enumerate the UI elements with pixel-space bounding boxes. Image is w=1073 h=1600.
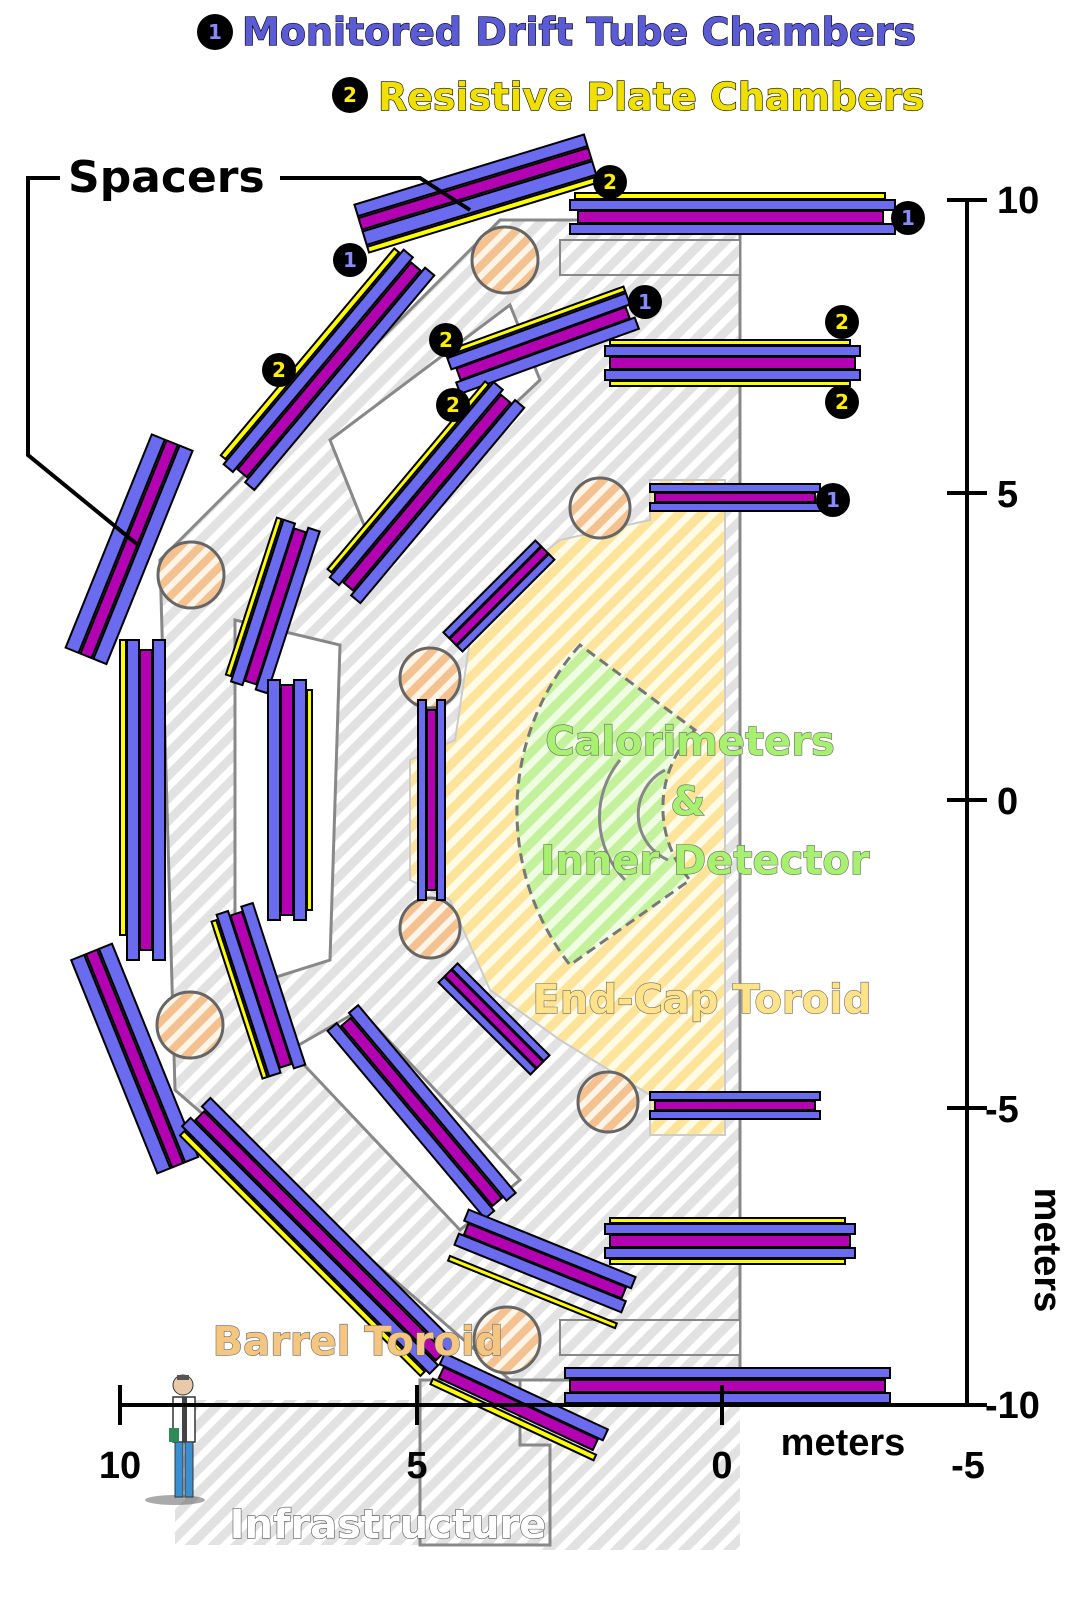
- barrel-toroid-coils: [155, 225, 640, 1375]
- rpc-badge-icon: 2: [429, 323, 463, 357]
- chamber-stack: [649, 483, 821, 512]
- chamber-stack: [443, 285, 641, 396]
- svg-text:2: 2: [835, 310, 849, 334]
- svg-text:2: 2: [343, 83, 357, 107]
- svg-text:1: 1: [826, 488, 840, 512]
- chamber-stack: [446, 1208, 637, 1330]
- v-tick-label: -5: [985, 1089, 1019, 1131]
- svg-text:2: 2: [603, 170, 617, 194]
- v-tick-label: 10: [997, 180, 1039, 222]
- inner-detector-arc: [597, 759, 627, 882]
- chamber-stack: [417, 699, 446, 901]
- chamber-stack: [219, 246, 436, 492]
- chamber-stack: [210, 901, 307, 1080]
- svg-text:1: 1: [343, 248, 357, 272]
- h-tick-label: 5: [406, 1445, 427, 1487]
- chamber-stack: [353, 133, 600, 254]
- chamber-stack: [326, 1003, 518, 1221]
- end-cap-toroid-label: End-Cap Toroid: [533, 977, 872, 1023]
- rpc-badge-icon: 2: [825, 305, 859, 339]
- legend-mdt: 1 Monitored Drift Tube Chambers: [197, 9, 917, 55]
- svg-text:1: 1: [208, 20, 222, 44]
- calorimeter-region: [515, 642, 698, 968]
- legend-rpc: 2 Resistive Plate Chambers: [332, 74, 925, 120]
- mdt-badge-icon: 1: [628, 285, 662, 319]
- legend-rpc-label: Resistive Plate Chambers: [378, 75, 924, 119]
- toroid-coil: [155, 990, 225, 1060]
- h-tick-label: -5: [951, 1445, 985, 1487]
- mdt-badge-icon: [197, 14, 233, 50]
- chamber-stack: [224, 516, 321, 695]
- toroid-coil: [470, 225, 540, 295]
- svg-text:2: 2: [439, 328, 453, 352]
- legend: 1 Monitored Drift Tube Chambers 2 Resist…: [197, 9, 925, 120]
- rpc-badge-icon: [332, 77, 368, 113]
- badges: 1 1 1 1 2 2 2 2 2 2: [262, 165, 925, 517]
- mdt-badge-icon: 1: [333, 243, 367, 277]
- chambers: [64, 133, 896, 1462]
- legend-mdt-label: Monitored Drift Tube Chambers: [242, 10, 916, 54]
- chamber-stack: [326, 379, 526, 605]
- chamber-stack: [178, 1096, 460, 1378]
- mdt-badge-icon: 1: [816, 483, 850, 517]
- chamber-stack: [442, 539, 556, 653]
- chamber-stack: [437, 962, 551, 1076]
- chamber-stack: [604, 1217, 856, 1265]
- svg-text:2: 2: [272, 358, 286, 382]
- vertical-axis: 10 5 0 -5 -10 meters: [947, 180, 1068, 1427]
- chamber-stack: [64, 433, 194, 666]
- toroid-coil: [568, 476, 632, 540]
- svg-text:2: 2: [835, 390, 849, 414]
- inner-detector-arc: [636, 768, 669, 862]
- svg-text:1: 1: [901, 206, 915, 230]
- rpc-badge-icon: 2: [593, 165, 627, 199]
- rpc-badge-icon: 2: [436, 388, 470, 422]
- toroid-coil: [398, 646, 462, 710]
- chamber-stack: [569, 192, 896, 235]
- mdt-badge-icon: 1: [891, 201, 925, 235]
- v-tick-label: 5: [997, 474, 1018, 516]
- h-axis-unit: meters: [781, 1422, 906, 1464]
- infrastructure-label: Infrastructure: [230, 1502, 547, 1548]
- barrel-toroid-label: Barrel Toroid: [213, 1319, 504, 1365]
- svg-text:2: 2: [446, 393, 460, 417]
- inner-detector-label: Inner Detector: [540, 838, 870, 884]
- toroid-coil: [472, 1305, 542, 1375]
- rpc-badge-icon: 2: [262, 353, 296, 387]
- calorimeters-label: Calorimeters: [545, 719, 835, 765]
- chamber-stack: [649, 1091, 821, 1120]
- rpc-badge-icon: 2: [825, 385, 859, 419]
- svg-text:1: 1: [638, 290, 652, 314]
- toroid-coil: [156, 540, 226, 610]
- v-tick-label: 0: [997, 781, 1018, 823]
- chamber-stack: [119, 639, 166, 961]
- h-tick-label: 10: [99, 1445, 141, 1487]
- spacers-callout: Spacers: [26, 152, 472, 547]
- toroid-coil: [576, 1070, 640, 1134]
- v-axis-unit: meters: [1026, 1188, 1068, 1313]
- h-tick-label: 0: [711, 1445, 732, 1487]
- ampersand-label: &: [671, 779, 706, 825]
- toroid-coil: [398, 896, 462, 960]
- v-tick-label: -10: [985, 1385, 1040, 1427]
- spacers-label: Spacers: [68, 152, 265, 203]
- horizontal-axis: 10 5 0 -5 meters: [99, 1385, 985, 1487]
- chamber-stack: [564, 1367, 891, 1404]
- chamber-stack: [604, 339, 861, 387]
- chamber-stack: [267, 679, 313, 921]
- chamber-stack: [429, 1352, 610, 1462]
- chamber-stack: [69, 942, 200, 1175]
- person-icon: [145, 1374, 205, 1505]
